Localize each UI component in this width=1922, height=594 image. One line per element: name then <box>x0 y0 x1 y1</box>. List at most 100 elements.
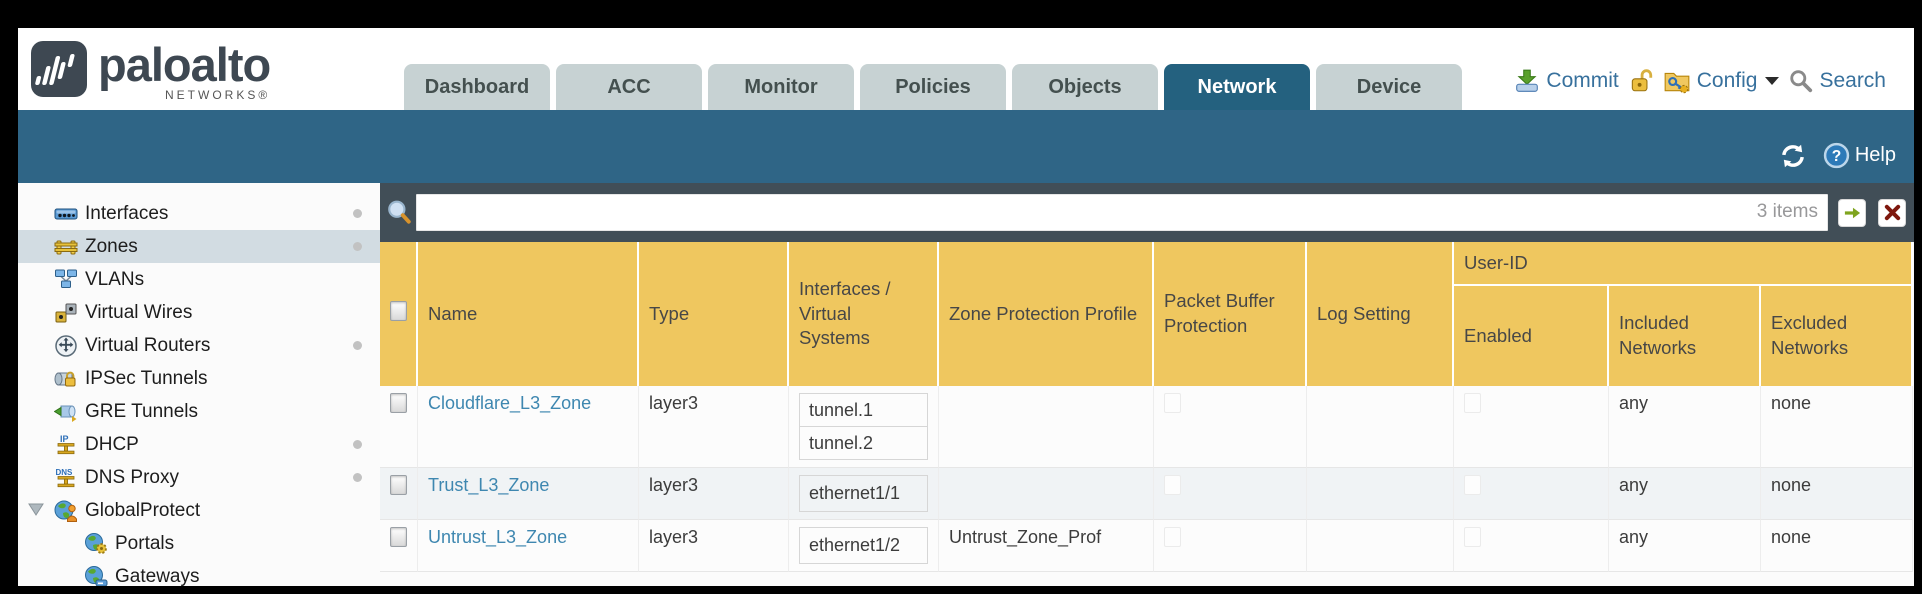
sidebar-item-virtual-wires[interactable]: Virtual Wires <box>18 296 380 329</box>
user-id-enabled-checkbox[interactable] <box>1464 393 1481 413</box>
packet-buffer-checkbox[interactable] <box>1164 475 1181 495</box>
select-all-checkbox[interactable] <box>390 300 407 321</box>
table-footer-space <box>380 572 1914 586</box>
interface-value: tunnel.2 <box>799 426 928 460</box>
zones-panel: 3 items <box>380 183 1914 586</box>
arrow-right-icon <box>1844 207 1860 218</box>
tab-policies[interactable]: Policies <box>860 64 1006 110</box>
sidebar-item-dhcp[interactable]: IP DHCP <box>18 428 380 461</box>
help-button[interactable]: ? Help <box>1823 142 1896 169</box>
globalprotect-icon <box>54 500 77 522</box>
gateways-icon <box>85 565 108 586</box>
search-button[interactable]: Search <box>1789 69 1886 93</box>
tab-dashboard[interactable]: Dashboard <box>404 64 550 110</box>
interfaces-icon <box>54 208 78 219</box>
zone-protection-profile: Untrust_Zone_Prof <box>939 520 1154 572</box>
commit-button[interactable]: Commit <box>1514 69 1619 93</box>
search-icon <box>1790 70 1813 93</box>
paloalto-wordmark: paloalto NETWORKS® <box>98 38 271 103</box>
ipsec-tunnels-icon <box>54 371 76 386</box>
col-header-name[interactable]: Name <box>418 242 639 386</box>
sidebar-item-gre-tunnels[interactable]: GRE Tunnels <box>18 395 380 428</box>
col-header-type[interactable]: Type <box>639 242 789 386</box>
config-icon <box>1664 72 1690 94</box>
tab-objects[interactable]: Objects <box>1012 64 1158 110</box>
interface-value: ethernet1/2 <box>799 527 928 564</box>
packet-buffer-checkbox[interactable] <box>1164 393 1181 413</box>
zone-name-link[interactable]: Cloudflare_L3_Zone <box>428 393 592 413</box>
header-utilities: Commit Config <box>1514 68 1886 94</box>
row-checkbox[interactable] <box>390 527 407 547</box>
zones-table: Name Type Interfaces / Virtual Systems Z… <box>380 242 1913 572</box>
apply-filter-button[interactable] <box>1838 198 1866 227</box>
zone-type: layer3 <box>639 520 789 572</box>
zone-filter-input[interactable] <box>416 194 1828 231</box>
row-checkbox[interactable] <box>390 475 407 495</box>
status-dot <box>353 440 362 449</box>
user-id-enabled-checkbox[interactable] <box>1464 475 1481 495</box>
included-networks: any <box>1609 520 1761 572</box>
col-header-enabled[interactable]: Enabled <box>1454 286 1609 386</box>
included-networks: any <box>1609 386 1761 468</box>
col-group-user-id: User-ID <box>1454 242 1913 286</box>
select-all-header <box>380 242 418 386</box>
tab-monitor[interactable]: Monitor <box>708 64 854 110</box>
sidebar-item-interfaces[interactable]: Interfaces <box>18 197 380 230</box>
packet-buffer-checkbox[interactable] <box>1164 527 1181 547</box>
col-header-log-setting[interactable]: Log Setting <box>1307 242 1454 386</box>
network-sidebar: Interfaces Zones <box>18 183 380 586</box>
brand-sub: NETWORKS® <box>165 88 271 102</box>
col-header-excluded-networks[interactable]: Excluded Networks <box>1761 286 1913 386</box>
chevron-down-icon[interactable] <box>28 503 44 517</box>
lock-open-icon[interactable] <box>1629 68 1653 94</box>
included-networks: any <box>1609 468 1761 520</box>
user-id-enabled-checkbox[interactable] <box>1464 527 1481 547</box>
vlans-icon <box>55 269 77 288</box>
help-label: Help <box>1854 144 1896 166</box>
top-header: paloalto NETWORKS® Dashboard ACC Monitor… <box>18 28 1914 110</box>
items-count: 3 items <box>1756 201 1818 222</box>
config-menu-button[interactable]: Config <box>1663 68 1780 94</box>
dns-proxy-icon: DNS <box>56 468 75 487</box>
status-dot <box>353 209 362 218</box>
sidebar-item-gateways[interactable]: Gateways <box>18 560 380 586</box>
excluded-networks: none <box>1761 520 1913 572</box>
svg-text:IP: IP <box>60 434 69 444</box>
sidebar-item-portals[interactable]: Portals <box>18 527 380 560</box>
tab-device[interactable]: Device <box>1316 64 1462 110</box>
commit-label: Commit <box>1546 69 1619 92</box>
tab-network[interactable]: Network <box>1164 64 1310 110</box>
dhcp-icon: IP <box>57 434 75 454</box>
tab-acc[interactable]: ACC <box>556 64 702 110</box>
app-window: paloalto NETWORKS® Dashboard ACC Monitor… <box>18 28 1914 586</box>
zone-protection-profile <box>939 468 1154 520</box>
refresh-icon[interactable] <box>1779 143 1807 169</box>
commit-icon <box>1516 69 1539 92</box>
main-tabs: Dashboard ACC Monitor Policies Objects N… <box>404 64 1468 110</box>
sidebar-item-globalprotect[interactable]: GlobalProtect <box>18 494 380 527</box>
clear-filter-button[interactable] <box>1878 198 1906 227</box>
sidebar-item-virtual-routers[interactable]: Virtual Routers <box>18 329 380 362</box>
zone-name-link[interactable]: Untrust_L3_Zone <box>428 527 568 547</box>
section-banner: ? Help <box>18 110 1914 183</box>
table-row: Cloudflare_L3_Zone layer3 tunnel.1 tunne… <box>380 386 1913 468</box>
paloalto-logo-icon <box>31 41 87 97</box>
filter-toolbar: 3 items <box>380 183 1914 242</box>
col-header-zone-protection-profile[interactable]: Zone Protection Profile <box>939 242 1154 386</box>
help-icon: ? <box>1823 142 1850 169</box>
log-setting <box>1307 520 1454 572</box>
table-row: Untrust_L3_Zone layer3 ethernet1/2 Untru… <box>380 520 1913 572</box>
sidebar-item-zones[interactable]: Zones <box>18 230 380 263</box>
col-header-included-networks[interactable]: Included Networks <box>1609 286 1761 386</box>
zone-type: layer3 <box>639 468 789 520</box>
search-label: Search <box>1819 69 1886 92</box>
sidebar-item-dns-proxy[interactable]: DNS DNS Proxy <box>18 461 380 494</box>
col-header-interfaces[interactable]: Interfaces / Virtual Systems <box>789 242 939 386</box>
sidebar-item-ipsec-tunnels[interactable]: IPSec Tunnels <box>18 362 380 395</box>
row-checkbox[interactable] <box>390 393 407 413</box>
col-header-packet-buffer-protection[interactable]: Packet Buffer Protection <box>1154 242 1307 386</box>
virtual-routers-icon <box>55 334 77 357</box>
zone-name-link[interactable]: Trust_L3_Zone <box>428 475 550 495</box>
brand-name: paloalto <box>98 38 271 91</box>
sidebar-item-vlans[interactable]: VLANs <box>18 263 380 296</box>
